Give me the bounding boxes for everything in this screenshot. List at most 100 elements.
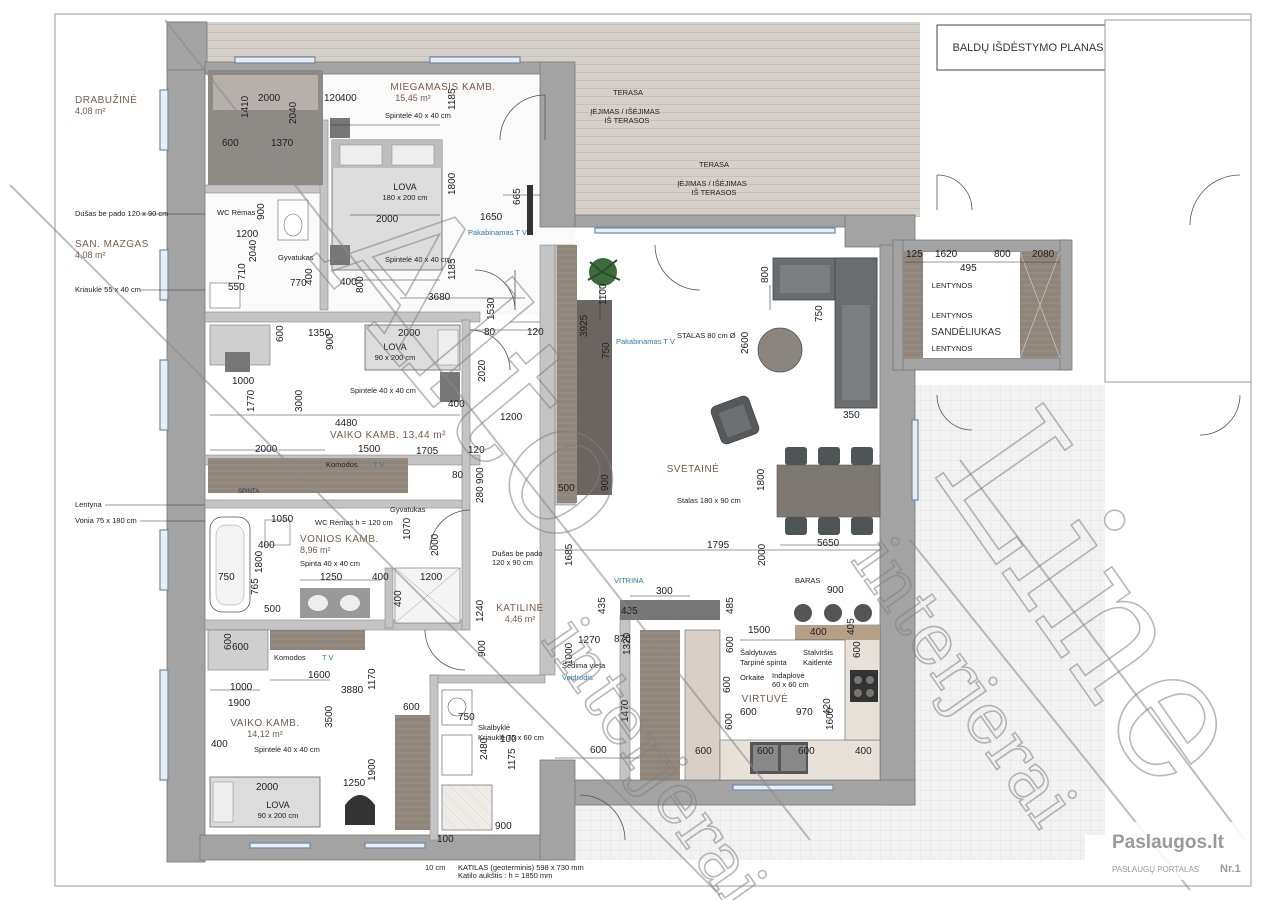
badge-title: Paslaugos.lt [1112,832,1225,853]
armchair [710,395,760,445]
bed-double-label: LOVA [393,182,416,192]
dimension-value: 1600 [825,707,836,730]
room-wc: SAN. MAZGAS [75,239,149,250]
dimension-value: 1000 [230,682,253,693]
room-boiler-area: 4,46 m² [505,614,536,624]
dimension-value: 1250 [343,778,366,789]
side-notes: Dušas be pado 120 x 90 cm Kriauklė 55 x … [75,209,542,567]
note-bath: Vonia 75 x 180 cm [75,516,137,525]
dimension-value: 1620 [935,249,958,260]
tv-label: T V [373,460,385,469]
note-shelf: Lentyna [75,500,103,509]
dimension-value: 1800 [756,468,767,491]
worktop-label: Stalviršis [803,648,833,657]
dimension-value: 900 [827,585,844,596]
dimension-value: 600 [722,676,733,693]
dimension-value: 800 [760,266,771,283]
dimension-value: 1000 [232,376,255,387]
dimension-value: 600 [222,138,239,149]
bed-single-1-label: LOVA [383,342,406,352]
dimension-value: 765 [250,578,261,595]
room-kid2: VAIKO KAMB. [230,718,299,729]
dimension-value: 495 [960,263,977,274]
dimension-value: 1250 [320,572,343,583]
bar-label: BARAS [795,576,820,585]
note-shower-2b: 120 x 90 cm [492,558,533,567]
dresser-2 [270,630,365,650]
toilet-bowl [283,213,303,237]
dimension-value: 1500 [358,444,381,455]
dimension-value: 750 [218,572,235,583]
dimension-value: 600 [695,746,712,757]
dimension-value: 1100 [598,283,609,305]
partition-cabinet [577,300,612,495]
room-wardrobe: DRABUŽINĖ [75,93,137,106]
terrace-entry-1: ĮĖJIMAS / IŠĖJIMAS [590,107,660,116]
dimension-value: 2000 [430,533,441,556]
fridge-label: Šaldytuvas [740,648,777,657]
room-bedroom-area: 15,45 m² [395,93,431,103]
dimension-value: 2000 [757,543,768,566]
round-table-label: STALAS 80 cm Ø [677,331,736,340]
dimension-value: 1800 [254,550,265,573]
dimension-value: 400 [855,746,872,757]
dimension-value: 1900 [228,698,251,709]
dimension-value: 2600 [740,331,751,354]
dimension-value: 400 [340,277,357,288]
dimension-value: 900 [477,640,488,657]
bed-single-1: LOVA 90 x 200 cm [364,324,461,371]
dimension-value: 1185 [447,258,458,280]
room-kid1: VAIKO KAMB. 13,44 m² [330,430,446,441]
seat-label: Sėdima vieta [562,661,606,670]
dimension-value: 1200 [420,572,443,583]
furniture-labels: Spintelė 40 x 40 cm Spintelė 40 x 40 cm … [217,111,972,880]
dimension-value: 900 [325,333,336,350]
dimension-value: 2040 [248,239,259,262]
heater-label: Gyvatukas [390,505,426,514]
dimension-value: 3925 [579,314,590,337]
boiler-height: Katilo aukštis : h = 1850 mm [458,871,552,880]
room-storage: SANDĖLIUKAS [931,325,1001,338]
vitrine-label: VITRINA [614,576,644,585]
wc-frame-label: WC Rėmas [217,208,256,217]
dimension-value: 2000 [258,93,281,104]
dining-table-label: Stalas 180 x 90 cm [677,496,741,505]
room-kitchen: VIRTUVĖ [742,692,789,705]
room-boiler: KATILINĖ [496,601,544,614]
note-sink: Kriauklė 55 x 40 cm [75,285,141,294]
terrace-label-1: TERASA [613,88,643,97]
nightstand [440,372,460,402]
dimension-value: 900 [600,474,611,491]
tv-cabinet [557,245,577,503]
toilet-2 [264,519,291,546]
dimension-value: 2000 [376,214,399,225]
hob-label: Kaitlentė [803,658,832,667]
tv-label: T V [322,653,334,662]
dimension-value: 1185 [447,88,458,110]
dimension-value: 500 [558,483,575,494]
nightstand-label: Spintelė 40 x 40 cm [385,255,451,264]
bed-double: LOVA 180 x 200 cm [331,139,443,271]
dimension-value: 400 [211,739,228,750]
dimension-value: 800 [355,276,366,293]
dimension-value: 1200 [500,412,523,423]
dimension-value: 3680 [428,292,451,303]
dimension-value: 1530 [486,297,497,320]
washer-label: Skalbyklė [478,723,510,732]
tv-wall [527,185,533,235]
dimension-value: 405 [846,618,857,635]
terrace-entry-2b: IŠ TERASOS [692,188,737,197]
dimension-value: 350 [843,410,860,421]
wardrobe-kid1 [208,458,408,493]
portal-badge[interactable]: Paslaugos.lt PASLAUGŲ PORTALAS Nr.1 [1108,822,1248,880]
dimension-value: 1900 [367,758,378,781]
dimension-value: 600 [223,633,234,650]
dishwasher-label: Indaplovė [772,671,805,680]
dimension-value: 1410 [240,95,251,118]
dimension-value: 900 [475,467,486,484]
dimension-value: 870 [614,634,631,645]
room-living: SVETAINĖ [667,462,720,475]
room-wc-area: 4,08 m² [75,250,106,260]
corner-sofa [772,257,878,409]
kitchen-units [684,604,881,781]
